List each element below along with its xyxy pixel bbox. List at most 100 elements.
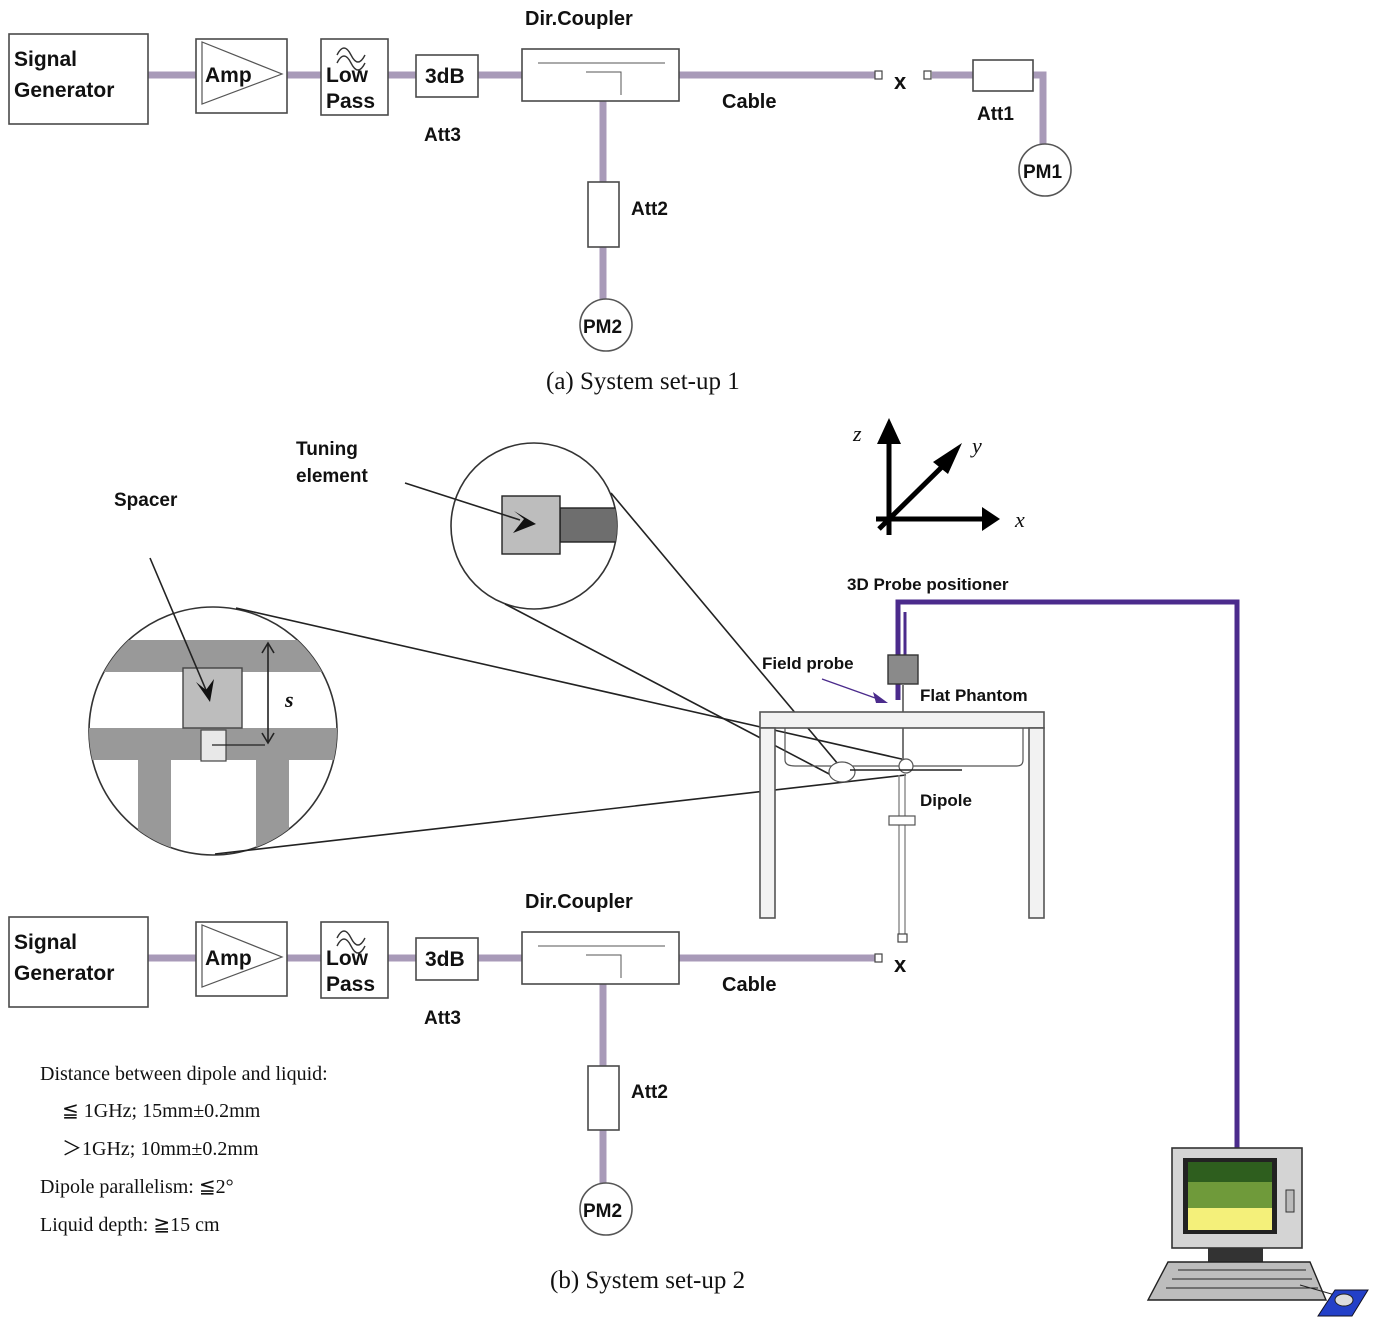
dir-coupler-box — [521, 48, 680, 102]
low-pass-label: Pass — [326, 90, 375, 113]
low-pass-label: Low — [326, 64, 369, 87]
att2-label: Att2 — [631, 1082, 668, 1103]
tuning-element-label: element — [296, 466, 368, 487]
flat-phantom-label: Flat Phantom — [920, 686, 1028, 705]
attenuator-3db-label: 3dB — [425, 948, 465, 971]
signal-generator-label: Signal — [14, 931, 77, 954]
x-arrow-icon — [982, 507, 1000, 531]
note-line: Liquid depth: ≧15 cm — [40, 1214, 220, 1236]
field-probe-pointer — [821, 678, 879, 700]
pm1-meter — [1018, 143, 1072, 197]
cable-label: Cable — [722, 91, 776, 113]
att2-box — [587, 1065, 620, 1131]
connector — [874, 953, 883, 963]
att2-label: Att2 — [631, 199, 668, 220]
signal-generator-box — [8, 916, 149, 1008]
low-pass-box — [320, 921, 389, 999]
att3-label: Att3 — [424, 1008, 461, 1029]
note-line: Dipole parallelism: ≦2° — [40, 1176, 234, 1198]
note-line: Distance between dipole and liquid: — [40, 1063, 328, 1085]
zoom-line — [504, 603, 834, 777]
coupler-line — [586, 71, 622, 95]
attenuator-3db-box — [415, 54, 479, 98]
att3-label: Att3 — [424, 125, 461, 146]
zoom-line — [235, 607, 907, 761]
note-line: ≦ 1GHz; 15mm±0.2mm — [62, 1100, 261, 1122]
y-arrow-icon — [933, 443, 962, 474]
dir-coupler-box — [521, 931, 680, 985]
cable-label: Cable — [722, 974, 776, 996]
arrow-head-icon — [196, 679, 214, 702]
arrow-head-icon — [513, 511, 536, 533]
setup-1: Signal Generator Amp Low Pass 3dB Att3 D… — [8, 8, 1072, 395]
dipole-arm — [559, 507, 617, 543]
amp-label: Amp — [205, 947, 252, 970]
att1-box — [972, 59, 1034, 92]
support-leg — [138, 760, 171, 855]
pm2-label: PM2 — [583, 1201, 622, 1222]
attenuator-3db-label: 3dB — [425, 65, 465, 88]
junction-label: x — [894, 952, 907, 977]
z-arrow-icon — [877, 418, 901, 444]
att2-box — [587, 181, 620, 248]
setup-2: Tuning element Spacer s — [8, 418, 1369, 1317]
support-leg — [256, 760, 289, 855]
x-axis-label: x — [1014, 507, 1025, 532]
signal-generator-box — [8, 33, 149, 125]
note-line: ＞1GHz; 10mm±0.2mm — [62, 1138, 259, 1160]
probe-cable — [895, 599, 1240, 1150]
signal-generator-label: Generator — [14, 79, 114, 102]
zoom-line — [214, 774, 907, 855]
dipole-tip — [828, 761, 856, 783]
table-leg — [759, 727, 776, 919]
probe-positioner-label: 3D Probe positioner — [847, 575, 1009, 594]
cable-segment — [1033, 71, 1047, 148]
pm2-meter — [579, 1182, 633, 1236]
pm2-meter — [579, 298, 633, 352]
spacer-label: Spacer — [114, 490, 178, 511]
wave-icon — [336, 930, 366, 946]
phantom-table-top — [759, 711, 1045, 729]
wave-icon — [336, 55, 366, 71]
amp-triangle-icon — [201, 41, 284, 105]
dipole-label: Dipole — [920, 791, 972, 810]
dipole-feed — [898, 758, 914, 774]
dir-coupler-label: Dir.Coupler — [525, 8, 633, 30]
amp-label: Amp — [205, 64, 252, 87]
pm1-label: PM1 — [1023, 162, 1063, 183]
y-axis-label: y — [970, 433, 982, 458]
y-axis — [877, 457, 952, 531]
spacer — [182, 667, 243, 729]
pointer-arrow — [149, 557, 207, 691]
cable-clamp — [888, 815, 916, 826]
dir-coupler-label: Dir.Coupler — [525, 891, 633, 913]
pointer-arrow — [404, 482, 521, 521]
att1-label: Att1 — [977, 104, 1014, 125]
amp-triangle-icon — [201, 924, 284, 988]
low-pass-box — [320, 38, 389, 116]
s-dimension-label: s — [284, 687, 294, 712]
wave-icon — [336, 47, 366, 63]
field-probe-label: Field probe — [762, 654, 854, 673]
computer-icon — [1146, 1147, 1369, 1317]
connector — [897, 933, 908, 943]
caption-setup-2: (b) System set-up 2 — [550, 1267, 745, 1294]
signal-generator-label: Signal — [14, 48, 77, 71]
table-leg — [1028, 727, 1045, 919]
tuning-element-label: Tuning — [296, 439, 358, 460]
connector — [874, 70, 883, 80]
pm2-label: PM2 — [583, 317, 622, 338]
signal-generator-label: Generator — [14, 962, 114, 985]
low-pass-label: Low — [326, 947, 369, 970]
field-probe-holder — [887, 654, 919, 685]
caption-setup-1: (a) System set-up 1 — [546, 368, 740, 395]
phantom-wall — [89, 640, 337, 672]
dimension-arrow-icon — [261, 641, 275, 654]
wave-icon — [336, 938, 366, 954]
dimension-arrow-icon — [261, 732, 275, 745]
arrow-head-icon — [873, 692, 888, 703]
connector — [923, 70, 932, 80]
z-axis-label: z — [852, 421, 862, 446]
attenuator-3db-box — [415, 937, 479, 981]
